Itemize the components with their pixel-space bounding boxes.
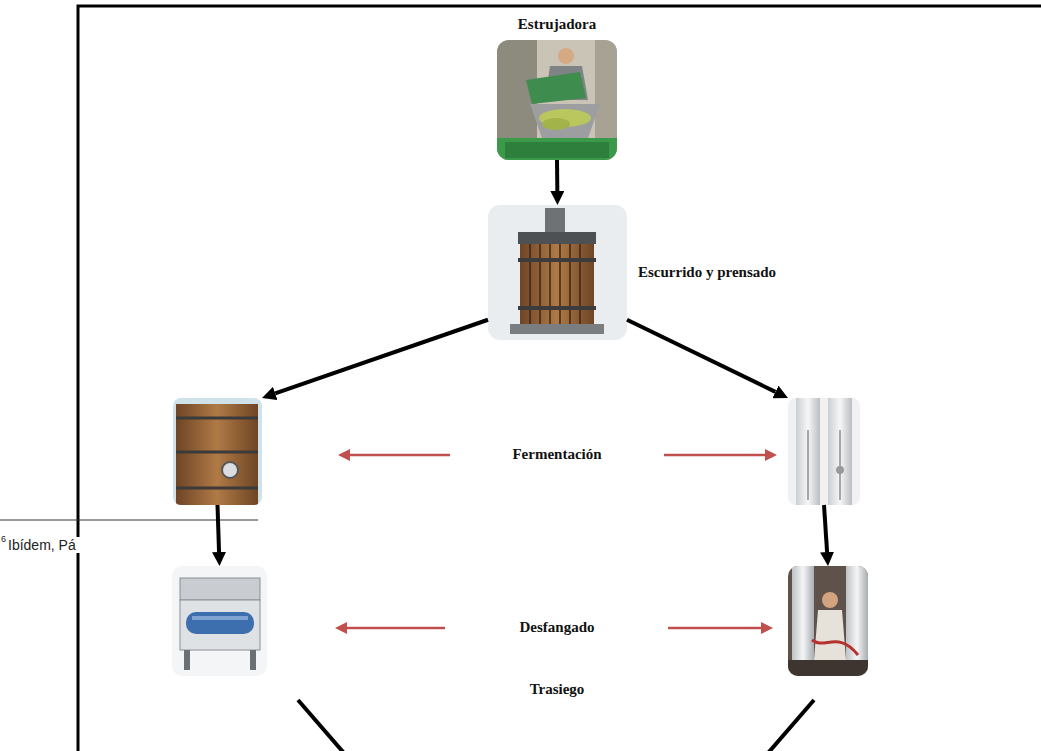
step-label: Trasiego bbox=[527, 681, 588, 698]
flow-arrow bbox=[275, 320, 488, 394]
flow-arrow bbox=[218, 505, 220, 552]
filter-machine-photo bbox=[172, 566, 267, 676]
flow-arrow bbox=[627, 320, 775, 392]
flow-arrow bbox=[824, 505, 827, 552]
cellar-worker-photo bbox=[788, 566, 868, 676]
photo-box bbox=[172, 566, 267, 676]
step-label: Desfangado bbox=[516, 619, 597, 636]
footnote-number: 6 bbox=[1, 534, 6, 544]
red-arrow bbox=[664, 454, 765, 457]
photo-box: Escurrido y prensado bbox=[488, 205, 627, 340]
steel-tanks-photo bbox=[788, 398, 860, 505]
photo-box: Estrujadora bbox=[497, 40, 617, 160]
black-arrow bbox=[298, 700, 350, 751]
step-label: Fermentación bbox=[509, 446, 604, 463]
step-title: Estrujadora bbox=[518, 16, 596, 33]
photo-box bbox=[788, 398, 860, 505]
red-arrow bbox=[350, 454, 450, 457]
photo-box bbox=[788, 566, 868, 676]
red-arrow bbox=[668, 627, 761, 630]
footnote-text: Ibídem, Pá bbox=[8, 537, 80, 553]
flow-arrow bbox=[555, 160, 559, 191]
red-arrow bbox=[347, 627, 445, 630]
press-photo bbox=[488, 205, 627, 340]
wooden-vat-photo bbox=[173, 398, 262, 505]
step-title: Escurrido y prensado bbox=[638, 264, 776, 281]
page-frame bbox=[78, 6, 1041, 751]
photo-box bbox=[173, 398, 262, 505]
black-arrow bbox=[762, 700, 814, 751]
crusher-photo bbox=[497, 40, 617, 160]
